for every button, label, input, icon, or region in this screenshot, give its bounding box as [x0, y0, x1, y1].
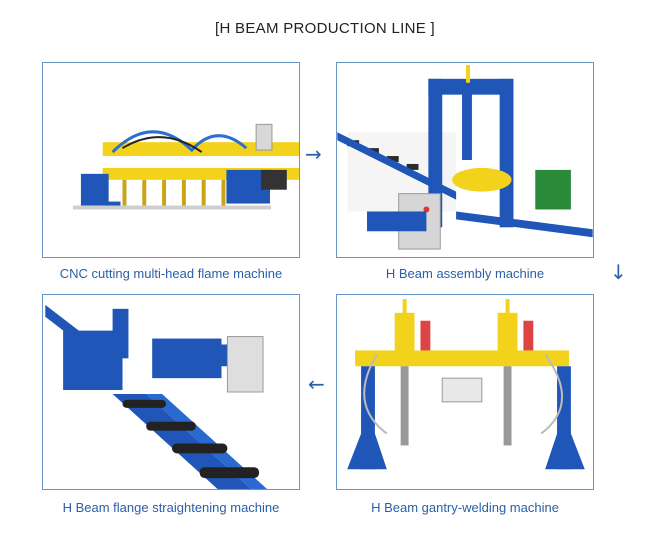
arrow-left-icon: ← — [308, 372, 325, 396]
cnc-flame-cutting-machine-icon — [73, 123, 299, 210]
panel-gantry-welding — [336, 294, 594, 490]
caption-assembly: H Beam assembly machine — [385, 266, 545, 281]
arrow-right-icon: → — [305, 142, 322, 166]
flange-straightening-machine-icon — [45, 304, 268, 489]
panel-cnc-cutting — [42, 62, 300, 258]
panel-straightening — [42, 294, 300, 490]
h-beam-assembly-machine-icon — [337, 64, 593, 250]
arrow-down-icon: ↓ — [610, 260, 627, 284]
caption-straightening: H Beam flange straightening machine — [62, 500, 280, 515]
caption-cnc-cutting: CNC cutting multi-head flame machine — [59, 266, 283, 281]
panel-assembly — [336, 62, 594, 258]
gantry-welding-machine-icon — [347, 298, 585, 470]
caption-gantry-welding: H Beam gantry-welding machine — [371, 500, 559, 515]
page-title: [H BEAM PRODUCTION LINE ] — [214, 20, 436, 37]
